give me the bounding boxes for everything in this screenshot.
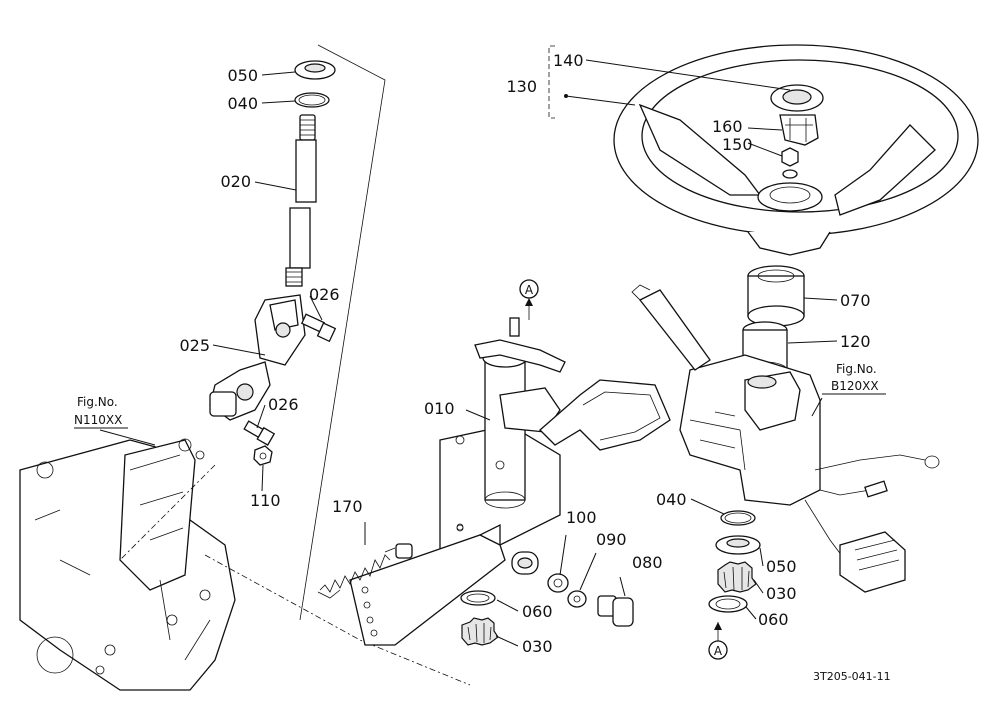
marker-a-bottom-label: A xyxy=(714,644,723,658)
circlip-040-upper xyxy=(294,92,330,108)
bolt-080 xyxy=(597,595,634,627)
callout-030-right: 030 xyxy=(766,584,797,603)
callout-025: 025 xyxy=(179,336,210,355)
callout-030-center: 030 xyxy=(522,637,553,656)
fig-ref-b120-line1: Fig.No. xyxy=(836,362,877,376)
fig-ref-n110-line1: Fig.No. xyxy=(77,395,118,409)
cap-140 xyxy=(770,84,824,112)
fig-ref-n110-line2: N110XX xyxy=(74,413,122,427)
steering-wheel-130 xyxy=(613,44,979,256)
callout-040-upper: 040 xyxy=(227,94,258,113)
washer-060-right xyxy=(708,595,748,613)
callout-060-right: 060 xyxy=(758,610,789,629)
fig-ref-n110: Fig.No. N110XX xyxy=(74,395,128,429)
view-boundary-line xyxy=(299,44,386,621)
steering-column-010 xyxy=(439,317,566,557)
gear-030-right xyxy=(717,561,757,593)
callout-labels: 050 040 020 026 025 026 110 010 170 100 … xyxy=(179,51,870,656)
callout-120: 120 xyxy=(840,332,871,351)
bearing-050-right xyxy=(715,535,761,555)
marker-a-top: A xyxy=(519,279,539,320)
washer-060-center xyxy=(460,590,496,606)
callout-070: 070 xyxy=(840,291,871,310)
callout-160: 160 xyxy=(712,117,743,136)
bolt-026-lower xyxy=(243,420,276,446)
callout-050-right: 050 xyxy=(766,557,797,576)
marker-a-top-label: A xyxy=(525,283,534,297)
callout-040-right: 040 xyxy=(656,490,687,509)
pedal-bracket xyxy=(349,523,506,646)
group-bracket-130 xyxy=(548,45,568,119)
callout-050-upper: 050 xyxy=(227,66,258,85)
bearing-050-upper xyxy=(294,60,336,80)
callout-080: 080 xyxy=(632,553,663,572)
marker-a-bottom: A xyxy=(708,622,728,660)
washer-090 xyxy=(547,573,587,608)
callout-140: 140 xyxy=(553,51,584,70)
nut-110 xyxy=(253,445,273,466)
boss-070 xyxy=(747,265,805,327)
fig-ref-b120-line2: B120XX xyxy=(831,379,879,393)
universal-joint-025 xyxy=(209,294,306,421)
callout-100: 100 xyxy=(566,508,597,527)
fig-ref-b120: Fig.No. B120XX xyxy=(822,362,886,395)
pedal-loop xyxy=(539,379,671,451)
callout-020: 020 xyxy=(220,172,251,191)
callout-110: 110 xyxy=(250,491,281,510)
circlip-040-right xyxy=(720,510,756,526)
bushing-100 xyxy=(511,551,539,575)
leader-lines xyxy=(99,59,838,647)
callout-150: 150 xyxy=(722,135,753,154)
bolt-026-upper xyxy=(300,313,337,343)
steering-shaft-020 xyxy=(285,114,317,287)
callout-026-upper: 026 xyxy=(309,285,340,304)
callout-130: 130 xyxy=(506,77,537,96)
clip-160 xyxy=(779,114,819,146)
drawing-code: 3T205-041-11 xyxy=(813,670,891,683)
wire-harness xyxy=(804,454,940,593)
callout-026-lower: 026 xyxy=(268,395,299,414)
frame-assembly xyxy=(19,438,471,691)
column-housing xyxy=(631,284,821,506)
nut-150 xyxy=(781,147,799,179)
spring-170 xyxy=(317,543,413,599)
gear-030-center xyxy=(461,617,499,646)
callout-170: 170 xyxy=(332,497,363,516)
callout-010: 010 xyxy=(424,399,455,418)
callout-090: 090 xyxy=(596,530,627,549)
callout-060-center: 060 xyxy=(522,602,553,621)
